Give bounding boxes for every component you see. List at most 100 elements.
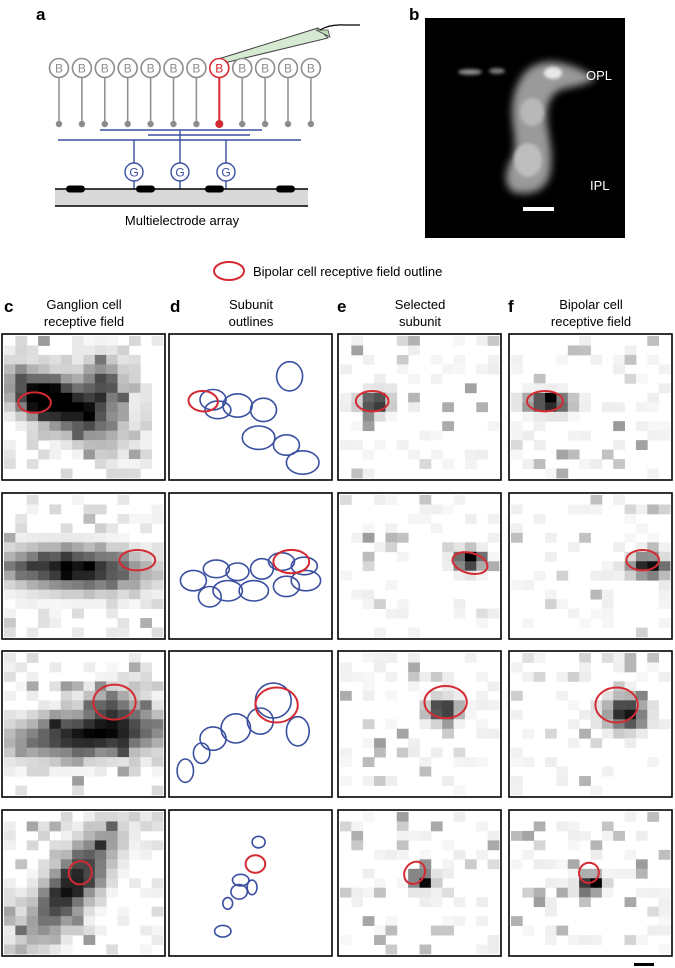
rf-pixel xyxy=(647,504,660,515)
panel-frame xyxy=(1,650,166,798)
rf-pixel xyxy=(15,599,28,609)
rf-pixel xyxy=(15,336,28,346)
rf-pixel xyxy=(4,897,16,908)
rf-pixel xyxy=(442,700,454,711)
rf-pixel xyxy=(94,580,107,591)
rf-pixel xyxy=(60,580,73,591)
rf-pixel xyxy=(385,925,398,936)
rf-pixel xyxy=(545,757,557,767)
panel-letter-a: a xyxy=(36,5,46,24)
rf-pixel xyxy=(15,580,28,591)
rf-pixel xyxy=(419,504,432,515)
rf-pixel xyxy=(117,840,130,851)
rf-pixel xyxy=(83,887,96,898)
rf-pixel xyxy=(60,878,73,889)
rf-pixel xyxy=(4,878,16,889)
rf-pixel xyxy=(556,766,569,777)
rf-pixel xyxy=(60,532,73,543)
rf-pixel xyxy=(487,421,500,432)
bipolar-soma xyxy=(186,57,207,79)
rf-pixel xyxy=(567,608,580,619)
rf-pixel xyxy=(385,542,398,553)
rf-pixel xyxy=(601,570,614,581)
rf-pixel xyxy=(658,589,671,600)
rf-pixel xyxy=(49,662,62,673)
rf-pixel xyxy=(442,709,454,720)
rf-pixel xyxy=(545,935,557,945)
rf-pixel xyxy=(94,906,107,917)
rf-pixel xyxy=(94,830,107,841)
rf-pixel xyxy=(374,738,386,749)
bipolar-cell-label: B xyxy=(78,62,86,76)
rf-pixel xyxy=(94,700,107,711)
bipolar-terminal xyxy=(147,120,154,128)
rf-pixel xyxy=(511,785,523,796)
rf-pixel xyxy=(106,383,118,394)
subunit-outline xyxy=(192,742,211,765)
rf-pixel xyxy=(49,897,62,908)
rf-pixel xyxy=(72,608,84,619)
rf-pixel xyxy=(117,392,130,403)
rf-pixel xyxy=(15,570,28,581)
rf-pixel xyxy=(117,449,130,460)
rf-pixel xyxy=(567,830,580,841)
rf-pixel xyxy=(624,653,637,663)
rf-pixel xyxy=(658,916,671,926)
rf-pixel xyxy=(83,709,96,720)
rf-pixel xyxy=(106,532,118,543)
rf-pixel xyxy=(511,449,523,460)
rf-pixel xyxy=(83,580,96,591)
rf-pixel xyxy=(117,532,130,543)
rf-pixel xyxy=(362,523,375,534)
bipolar-rf-outline xyxy=(187,389,219,413)
rf-pixel xyxy=(4,671,16,682)
rf-pixel xyxy=(453,916,466,926)
rf-pixel xyxy=(94,812,107,822)
rf-pixel xyxy=(545,599,557,609)
rf-pixel xyxy=(511,859,523,870)
rf-pixel xyxy=(117,440,130,450)
rf-pixel xyxy=(556,690,569,701)
rf-pixel xyxy=(635,728,648,739)
rf-pixel xyxy=(396,830,409,841)
rf-pixel xyxy=(151,878,164,889)
rf-pixel xyxy=(408,868,420,879)
rf-pixel xyxy=(351,897,364,908)
rf-pixel xyxy=(442,868,454,879)
rf-pixel xyxy=(94,421,107,432)
rf-pixel xyxy=(487,354,500,365)
rf-pixel xyxy=(362,738,375,749)
rf-pixel xyxy=(613,459,625,469)
column-d-title-line-2: outlines xyxy=(229,314,274,329)
rf-pixel xyxy=(658,887,671,898)
rf-pixel xyxy=(556,402,569,413)
grid-scale-bar xyxy=(634,963,654,966)
rf-pixel xyxy=(94,840,107,851)
rf-pixel xyxy=(140,551,153,562)
rf-pixel xyxy=(658,719,671,730)
rf-pixel xyxy=(26,430,39,441)
rf-pixel xyxy=(453,570,466,581)
rf-pixel xyxy=(26,542,39,553)
rf-pixel xyxy=(430,504,443,515)
rf-pixel xyxy=(430,747,443,758)
rf-pixel xyxy=(396,849,409,860)
rf-pixel xyxy=(72,897,84,908)
rf-pixel xyxy=(658,618,671,628)
rf-pixel xyxy=(60,709,73,720)
rf-pixel xyxy=(140,757,153,767)
rf-pixel xyxy=(83,551,96,562)
rf-pixel xyxy=(4,906,16,917)
rf-pixel xyxy=(635,373,648,384)
rf-pixel xyxy=(362,532,375,543)
rf-pixel xyxy=(49,354,62,365)
scale-bar xyxy=(523,207,554,211)
rf-pixel xyxy=(453,599,466,609)
rf-pixel xyxy=(140,440,153,450)
rf-pixel xyxy=(49,392,62,403)
rf-pixel xyxy=(140,570,153,581)
rf-pixel xyxy=(83,440,96,450)
rf-pixel xyxy=(419,495,432,505)
rf-pixel xyxy=(72,364,84,375)
